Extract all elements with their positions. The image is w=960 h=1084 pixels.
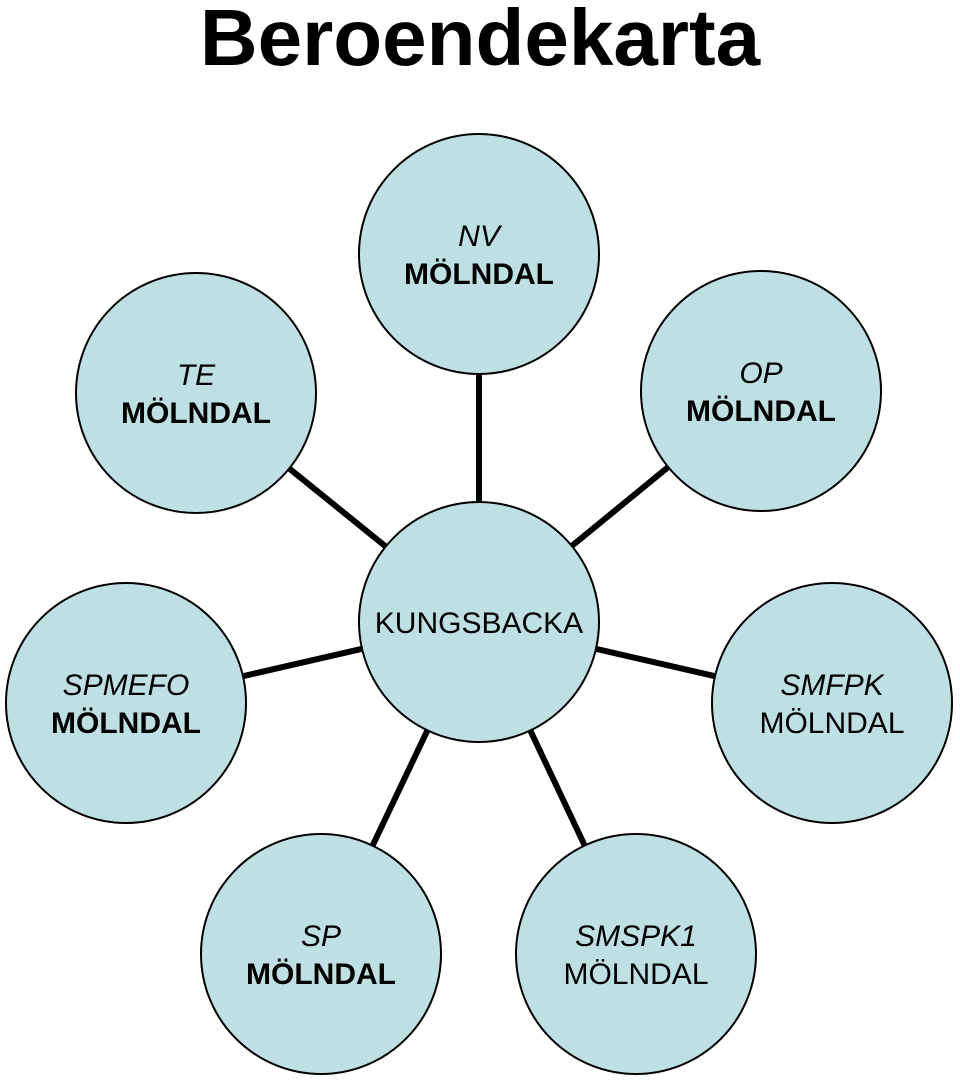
node-code: OP [739,357,782,390]
node-circle [515,833,757,1075]
node-code: SPMEFO [63,669,190,702]
node-sp: SP MÖLNDAL [200,833,442,1075]
node-op: OP MÖLNDAL [640,270,882,512]
node-code: SMSPK1 [575,920,697,953]
node-code: SP [301,920,341,953]
node-circle [358,133,600,375]
edge-op [569,464,671,549]
node-place: MÖLNDAL [404,258,554,291]
edge-spmefo [242,645,363,680]
node-code: NV [458,220,503,253]
edges [242,374,716,847]
node-smfpk: SMFPK MÖLNDAL [711,582,953,824]
nodes: NVMÖLNDALOPMÖLNDALSMFPKMÖLNDALSMSPK1MÖLN… [5,133,953,1075]
node-circle [640,270,882,512]
node-place: MÖLNDAL [686,395,836,428]
edge-smfpk [595,645,716,680]
node-nv: NV MÖLNDAL [358,133,600,375]
edge-sp [369,729,431,847]
node-place: MÖLNDAL [51,707,201,740]
hub-label: KUNGSBACKA [375,607,583,640]
node-circle [5,582,247,824]
hub-node: KUNGSBACKA [358,501,600,743]
node-circle [75,272,317,514]
node-code: SMFPK [780,669,885,702]
node-circle [711,582,953,824]
node-place: MÖLNDAL [563,958,708,991]
node-place: MÖLNDAL [246,958,396,991]
edge-te [287,466,388,549]
node-place: MÖLNDAL [759,707,904,740]
node-place: MÖLNDAL [121,397,271,430]
node-te: TE MÖLNDAL [75,272,317,514]
node-code: TE [177,359,216,392]
node-spmefo: SPMEFO MÖLNDAL [5,582,247,824]
page-title: Beroendekarta [199,0,761,82]
edge-smspk1 [527,729,588,847]
node-circle [200,833,442,1075]
hub-circle [358,501,600,743]
